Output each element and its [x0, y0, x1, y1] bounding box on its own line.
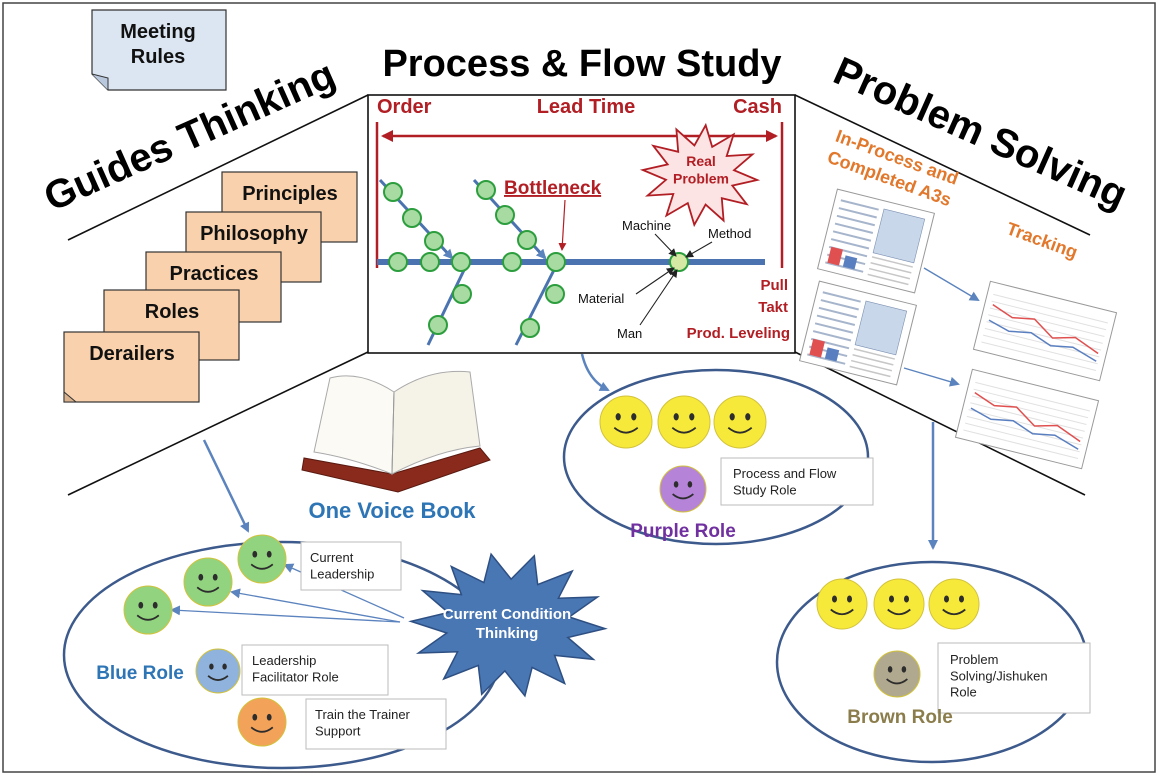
blue-role-label: Blue Role: [96, 663, 184, 684]
bottleneck-label: Bottleneck: [504, 178, 602, 199]
process-node: [420, 252, 440, 272]
a3-document-thumbnail: [816, 188, 936, 294]
process-node: [402, 208, 422, 228]
leveling-label: Prod. Leveling: [687, 325, 790, 342]
man-label: Man: [617, 326, 642, 341]
smiley-face-icon: [195, 648, 241, 694]
process-nodes: [383, 180, 689, 338]
process-node: [546, 252, 566, 272]
process-node: [383, 182, 403, 202]
process-node: [476, 180, 496, 200]
card-label: Roles: [145, 301, 199, 323]
process-node: [545, 284, 565, 304]
smiley-face-icon: [928, 578, 980, 630]
process-node: [520, 318, 540, 338]
smiley-face-icon: [237, 697, 287, 747]
smiley-face-icon: [816, 578, 868, 630]
card-label: Philosophy: [200, 223, 309, 245]
card-label: Practices: [170, 263, 259, 285]
card-label: Derailers: [89, 343, 175, 365]
purple-desc-box: [720, 457, 874, 506]
book-label: One Voice Book: [308, 498, 476, 523]
lead-time-label: Lead Time: [537, 96, 636, 118]
a3-document-thumbnail: [972, 280, 1118, 382]
smiley-face-icon: [599, 395, 653, 449]
connector-arrows: [202, 353, 938, 550]
smiley-face-icon: [873, 650, 921, 698]
a3-document-thumbnail: [798, 280, 918, 386]
process-node: [428, 315, 448, 335]
process-flow-title: Process & Flow Study: [382, 43, 781, 85]
material-label: Material: [578, 291, 624, 306]
brown-role-label: Brown Role: [847, 707, 953, 728]
smiley-face-icon: [873, 578, 925, 630]
cash-label: Cash: [733, 96, 782, 118]
process-node: [451, 252, 471, 272]
problem-solving-title: Problem Solving: [827, 49, 1133, 218]
problem-node: [669, 252, 689, 272]
a3-document-thumbnail: [954, 368, 1100, 470]
current-leadership-box: [300, 541, 402, 591]
smiley-face-icon: [183, 557, 233, 607]
book-illustration: One Voice Book: [301, 370, 491, 523]
process-node: [502, 252, 522, 272]
method-label: Method: [708, 226, 751, 241]
purple-role-label: Purple Role: [630, 521, 736, 542]
smiley-face-icon: [237, 534, 287, 584]
principles-stack: PrinciplesPhilosophyPracticesRolesDerail…: [63, 171, 358, 403]
current-condition-burst: [408, 552, 608, 698]
order-label: Order: [377, 96, 432, 118]
process-node: [517, 230, 537, 250]
process-node: [424, 231, 444, 251]
room-lines: [67, 94, 1091, 496]
smiley-face-icon: [657, 395, 711, 449]
card-derailers: Derailers: [63, 331, 200, 403]
process-node: [388, 252, 408, 272]
brown-desc-box: [937, 642, 1091, 714]
problem-solving-panel: In-Process andCompleted A3s Tracking: [798, 126, 1118, 470]
pull-label: Pull: [760, 277, 788, 294]
a3-documents: [798, 188, 1118, 470]
takt-label: Takt: [758, 299, 788, 316]
machine-label: Machine: [622, 218, 671, 233]
process-node: [452, 284, 472, 304]
smiley-face-icon: [713, 395, 767, 449]
smiley-face-icon: [123, 585, 173, 635]
facilitator-box: [241, 644, 389, 696]
card-label: Principles: [242, 183, 338, 205]
process-node: [495, 205, 515, 225]
cause-arrows: [635, 233, 713, 326]
trainer-box: [305, 698, 447, 750]
smiley-face-icon: [659, 465, 707, 513]
